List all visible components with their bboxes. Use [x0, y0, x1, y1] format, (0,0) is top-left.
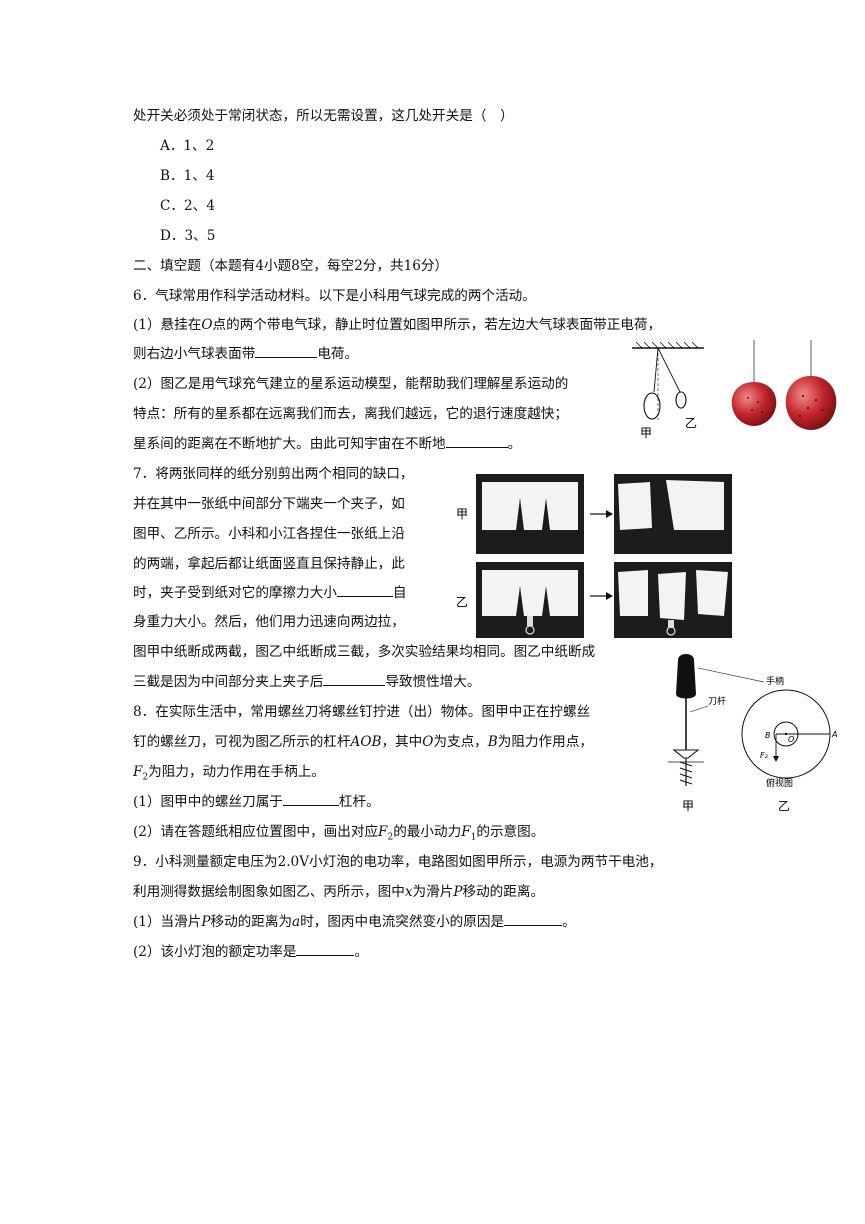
q5-option-d: D．3、5	[160, 228, 216, 244]
q7-line1: 7．将两张同样的纸分别剪出两个相同的缺口，	[133, 466, 414, 482]
q5-option-c: C．2、4	[160, 198, 215, 214]
q8-line3: F2为阻力，动力作用在手柄上。	[133, 764, 325, 783]
q7-line7: 图甲中纸断成两截，图乙中纸断成三截，多次实验结果均相同。图乙中纸断成	[133, 644, 596, 660]
fig-label-jia: 甲	[640, 426, 652, 440]
label-top-view: 俯视图	[766, 777, 793, 789]
q6-part1-line2: 则右边小气球表面带电荷。	[133, 344, 359, 362]
label-F2: F₂	[760, 751, 769, 760]
q7-line8: 三截是因为中间部分夹上夹子后导致惯性增大。	[133, 672, 481, 690]
q6-part1-line1: (1）悬挂在O点的两个带电气球，静止时位置如图甲所示，若左边大气球表面带正电荷，	[133, 317, 662, 333]
q7-line6: 身重力大小。然后，他们用力迅速向两边拉，	[133, 614, 405, 630]
q9-part2: (2）该小灯泡的额定功率是。	[133, 942, 369, 960]
q7-line2: 并在其中一张纸中间部分下端夹一个夹子，如	[133, 496, 405, 512]
q5-stem-tail: 处开关必须处于常闭状态，所以无需设置，这几处开关是（ ）	[133, 108, 514, 124]
q8-line2: 钉的螺丝刀，可视为图乙所示的杠杆AOB，其中O为支点，B为阻力作用点，	[133, 734, 593, 750]
q5-option-a: A．1、2	[160, 138, 215, 154]
section-title: 二、填空题（本题有4小题8空，每空2分，共16分）	[133, 258, 449, 274]
label-O: O	[788, 735, 794, 744]
fig-label-yi: 乙	[456, 595, 468, 609]
q8-line1: 8．在实际生活中，常用螺丝刀将螺丝钉拧进（出）物体。图甲中正在拧螺丝	[133, 704, 591, 720]
q6-part2-line2: 特点：所有的星系都在远离我们而去，离我们越远，它的退行速度越快；	[133, 406, 568, 422]
answer-blank	[323, 672, 386, 686]
label-B: B	[765, 731, 771, 740]
answer-blank	[296, 942, 355, 956]
q7-line5: 时，夹子受到纸对它的摩擦力大小自	[133, 583, 407, 601]
answer-blank	[445, 434, 508, 448]
answer-blank	[336, 583, 393, 597]
answer-blank	[504, 912, 563, 926]
q7-figure: 甲 乙	[456, 474, 732, 638]
q5-option-b: B．1、4	[160, 168, 215, 184]
q6-stem: 6．气球常用作科学活动材料。以下是小科用气球完成的两个活动。	[133, 288, 536, 304]
fig-label-jia: 甲	[456, 507, 468, 521]
label-handle: 手柄	[766, 675, 784, 687]
q8-figure: 甲 刀杆 手柄 B O A F₂ 俯视图 乙	[668, 654, 837, 813]
q9-part1: (1）当滑片P移动的距离为a时，图丙中电流突然变小的原因是。	[133, 912, 576, 930]
q7-line3: 图甲、乙所示。小科和小江各捏住一张纸上沿	[133, 526, 405, 542]
fig-label-jia: 甲	[682, 799, 694, 813]
label-A: A	[831, 730, 837, 739]
answer-blank	[255, 344, 318, 358]
q9-line2: 利用测得数据绘制图象如图乙、丙所示，图中x为滑片P移动的距离。	[133, 884, 545, 900]
q9-line1: 9．小科测量额定电压为2.0V小灯泡的电功率，电路图如图甲所示，电源为两节干电池…	[133, 854, 663, 870]
q8-part2: (2）请在答题纸相应位置图中，画出对应F2的最小动力F1的示意图。	[133, 824, 545, 843]
q6-figure-jia: 甲 乙	[632, 341, 704, 440]
q6-part2-line1: (2）图乙是用气球充气建立的星系运动模型，能帮助我们理解星系运动的	[133, 376, 569, 392]
label-blade: 刀杆	[708, 695, 726, 707]
screwdriver-handle	[676, 654, 696, 699]
q6-figure-balloons	[731, 340, 837, 430]
answer-blank	[282, 792, 339, 806]
q6-part2-line3: 星系间的距离在不断地扩大。由此可知宇宙在不断地。	[133, 434, 522, 452]
fig-label-yi: 乙	[685, 416, 697, 430]
q7-line4: 的两端，拿起后都让纸面竖直且保持静止，此	[133, 556, 405, 572]
q8-part1: (1）图甲中的螺丝刀属于杠杆。	[133, 792, 380, 810]
fig-label-yi: 乙	[778, 799, 790, 813]
